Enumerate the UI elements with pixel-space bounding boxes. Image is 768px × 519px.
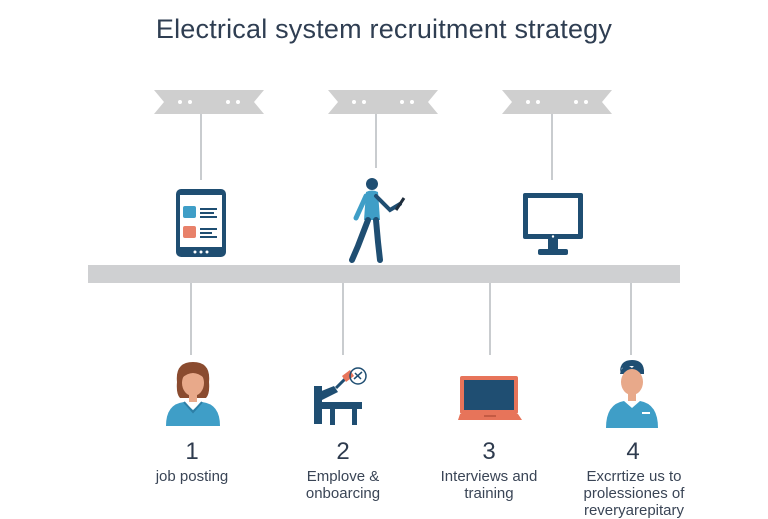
connector-line [551,114,553,180]
tablet-icon [175,188,227,263]
step-label-1: job posting [155,468,229,485]
step-label-2: Emplove & onboarcing [305,468,381,502]
ribbon-banner-2 [328,90,438,114]
page-title: Electrical system recruitment strategy [155,14,613,44]
connector-line [375,114,377,168]
laptop-icon [458,374,522,429]
step-number-1: 1 [185,438,199,465]
connector-line [190,283,192,355]
step-number-2: 2 [336,438,350,465]
monitor-icon [522,192,584,263]
connector-line [342,283,344,355]
walking-person-icon [340,176,410,271]
ribbon-banner-3 [502,90,612,114]
step-number-4: 4 [626,438,640,465]
connector-line [489,283,491,355]
step-label-3: Interviews and training [440,468,538,502]
connector-line [630,283,632,355]
step-number-3: 3 [482,438,496,465]
woman-avatar-icon [162,358,224,433]
man-avatar-icon [602,358,662,435]
connector-line [200,114,202,180]
ribbon-banner-1 [154,90,264,114]
step-label-4: Excrrtize us to prolessiones of reveryar… [583,468,685,519]
desk-lamp-icon [300,364,376,433]
timeline-bar [88,265,680,283]
